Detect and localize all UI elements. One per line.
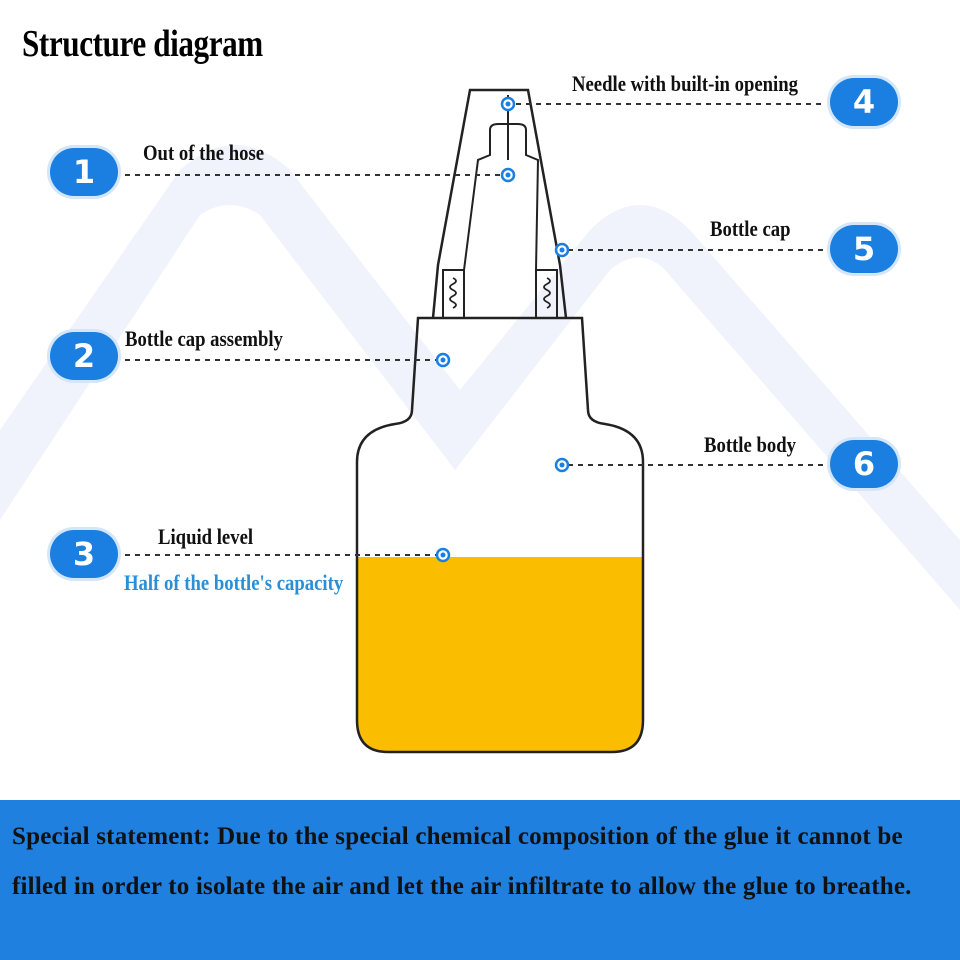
page-title: Structure diagram — [22, 23, 263, 65]
glue-liquid — [357, 557, 643, 752]
statement-banner: Special statement: Due to the special ch… — [0, 800, 960, 960]
badge-5: 5 — [830, 225, 898, 273]
label-bottle-cap: Bottle cap — [710, 216, 791, 241]
anchor-core-6 — [559, 462, 565, 468]
label-liquid-level: Liquid level — [158, 524, 254, 549]
badge-3: 3 — [50, 530, 118, 578]
inner-hose-outline — [463, 123, 540, 271]
thread-right — [535, 269, 558, 318]
statement-text: Special statement: Due to the special ch… — [12, 823, 912, 900]
cap-collar-outline — [410, 316, 590, 411]
bottle-diagram — [0, 88, 960, 754]
label-needle: Needle with built-in opening — [572, 71, 798, 96]
anchor-core-5 — [559, 247, 565, 253]
thread-left-coil — [449, 277, 457, 309]
anchor-core-3 — [440, 552, 446, 558]
background-watermark — [0, 145, 960, 610]
badge-6: 6 — [830, 440, 898, 488]
thread-right-coil — [543, 277, 551, 309]
label-bottle-body: Bottle body — [704, 432, 796, 457]
badge-1: 1 — [50, 148, 118, 196]
label-capacity-note: Half of the bottle's capacity — [124, 570, 344, 595]
anchor-core-2 — [440, 357, 446, 363]
label-hose: Out of the hose — [143, 140, 265, 165]
anchor-core-4 — [505, 101, 511, 107]
badge-4: 4 — [830, 78, 898, 126]
anchor-core-1 — [505, 172, 511, 178]
badge-2: 2 — [50, 332, 118, 380]
thread-left — [442, 269, 465, 318]
nozzle-outline — [431, 88, 568, 319]
label-cap-assembly: Bottle cap assembly — [125, 326, 283, 351]
bottle-body-outline — [355, 409, 645, 754]
